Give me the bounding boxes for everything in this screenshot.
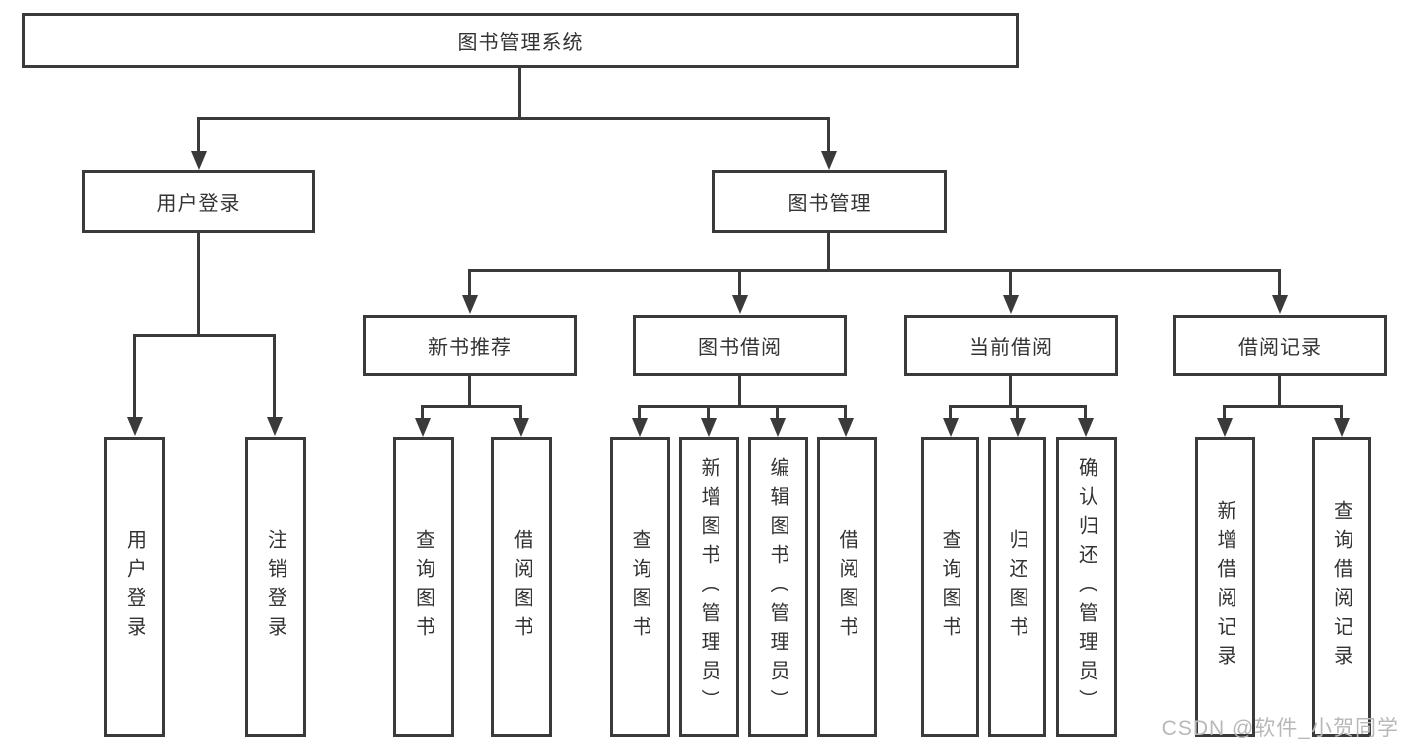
connector-stem xyxy=(738,375,741,408)
arrowhead-down-icon xyxy=(1334,418,1350,437)
leaf-query-borrow-record-label: 查询借阅记录 xyxy=(1331,500,1352,674)
connector-stem xyxy=(738,269,741,296)
node-book-management: 图书管理 xyxy=(712,170,947,233)
node-borrowing-records: 借阅记录 xyxy=(1173,315,1387,376)
node-borrowing-records-label: 借阅记录 xyxy=(1238,337,1322,359)
leaf-logout-label: 注销登录 xyxy=(265,529,286,645)
arrowhead-down-icon xyxy=(127,417,143,436)
connector-stem xyxy=(1009,269,1012,296)
connector-stem xyxy=(1278,375,1281,408)
node-book-borrowing-label: 图书借阅 xyxy=(698,337,782,359)
leaf-borrow-books-recommend: 借阅图书 xyxy=(491,437,552,737)
connector-level2-horizontal xyxy=(197,117,830,120)
connector-stem xyxy=(776,405,779,419)
leaf-user-login: 用户登录 xyxy=(104,437,165,737)
node-current-borrowing: 当前借阅 xyxy=(904,315,1118,376)
connector-stem xyxy=(1223,405,1226,419)
arrowhead-down-icon xyxy=(513,418,529,437)
arrowhead-down-icon xyxy=(632,418,648,437)
connector-stem xyxy=(421,405,424,419)
connector-stem xyxy=(844,405,847,419)
connector-horizontal xyxy=(133,334,276,337)
arrowhead-down-icon xyxy=(732,295,748,314)
node-root: 图书管理系统 xyxy=(22,13,1019,68)
node-book-management-label: 图书管理 xyxy=(787,193,872,215)
leaf-query-books-current-label: 查询图书 xyxy=(940,529,960,645)
leaf-user-login-label: 用户登录 xyxy=(124,529,145,645)
connector-horizontal xyxy=(1223,405,1343,408)
connector-stem xyxy=(707,405,710,419)
leaf-query-books-borrowing-label: 查询图书 xyxy=(630,529,650,645)
connector-stem xyxy=(273,334,276,417)
arrowhead-down-icon xyxy=(701,418,717,437)
leaf-add-books-admin: 新增图书（管理员） xyxy=(679,437,739,737)
leaf-query-books-borrowing: 查询图书 xyxy=(610,437,670,737)
arrowhead-down-icon xyxy=(1010,418,1026,437)
arrowhead-down-icon xyxy=(191,151,207,170)
leaf-add-borrow-record-label: 新增借阅记录 xyxy=(1215,500,1235,674)
connector-stem xyxy=(468,375,471,408)
connector-stem xyxy=(519,405,522,419)
arrowhead-down-icon xyxy=(462,295,478,314)
node-user-login: 用户登录 xyxy=(82,170,315,233)
connector-stem xyxy=(1016,405,1019,419)
arrowhead-down-icon xyxy=(1272,295,1288,314)
node-current-borrowing-label: 当前借阅 xyxy=(969,337,1053,359)
leaf-borrow-books-borrowing: 借阅图书 xyxy=(817,437,877,737)
connector-horizontal xyxy=(638,405,847,408)
connector-root-trunk xyxy=(518,66,521,119)
leaf-confirm-return-admin: 确认归还（管理员） xyxy=(1056,437,1117,737)
connector-stem xyxy=(827,117,830,153)
leaf-edit-books-admin: 编辑图书（管理员） xyxy=(748,437,808,737)
leaf-query-books-recommend: 查询图书 xyxy=(393,437,454,737)
arrowhead-down-icon xyxy=(1217,418,1233,437)
node-root-label: 图书管理系统 xyxy=(457,32,584,54)
leaf-query-books-current: 查询图书 xyxy=(921,437,979,737)
leaf-query-books-recommend-label: 查询图书 xyxy=(413,529,434,645)
arrowhead-down-icon xyxy=(838,418,854,437)
arrowhead-down-icon xyxy=(415,418,431,437)
leaf-confirm-return-admin-label: 确认归还（管理员） xyxy=(1076,456,1097,718)
leaf-add-borrow-record: 新增借阅记录 xyxy=(1195,437,1255,737)
leaf-return-books: 归还图书 xyxy=(988,437,1046,737)
leaf-borrow-books-borrowing-label: 借阅图书 xyxy=(837,529,857,645)
connector-stem xyxy=(197,117,200,153)
connector-horizontal xyxy=(421,405,522,408)
leaf-edit-books-admin-label: 编辑图书（管理员） xyxy=(768,456,788,718)
connector-stem xyxy=(1278,269,1281,296)
leaf-add-books-admin-label: 新增图书（管理员） xyxy=(699,456,719,718)
node-user-login-label: 用户登录 xyxy=(156,193,241,215)
connector-stem xyxy=(1084,405,1087,419)
arrowhead-down-icon xyxy=(1078,418,1094,437)
csdn-watermark: CSDN @软件_小贺同学 xyxy=(1161,717,1399,740)
connector-stem xyxy=(468,269,471,296)
leaf-query-borrow-record: 查询借阅记录 xyxy=(1312,437,1371,737)
node-new-book-recommendation: 新书推荐 xyxy=(363,315,577,376)
node-new-book-recommendation-label: 新书推荐 xyxy=(428,337,512,359)
arrowhead-down-icon xyxy=(943,418,959,437)
connector-stem xyxy=(827,233,830,271)
arrowhead-down-icon xyxy=(821,151,837,170)
leaf-logout: 注销登录 xyxy=(245,437,306,737)
node-book-borrowing: 图书借阅 xyxy=(633,315,847,376)
connector-stem xyxy=(133,334,136,417)
connector-stem xyxy=(1340,405,1343,419)
connector-stem xyxy=(638,405,641,419)
leaf-return-books-label: 归还图书 xyxy=(1007,529,1027,645)
connector-level3-horizontal xyxy=(468,269,1281,272)
connector-stem xyxy=(197,233,200,336)
arrowhead-down-icon xyxy=(267,417,283,436)
arrowhead-down-icon xyxy=(1003,295,1019,314)
connector-stem xyxy=(949,405,952,419)
arrowhead-down-icon xyxy=(770,418,786,437)
connector-stem xyxy=(1009,375,1012,408)
leaf-borrow-books-recommend-label: 借阅图书 xyxy=(511,529,532,645)
